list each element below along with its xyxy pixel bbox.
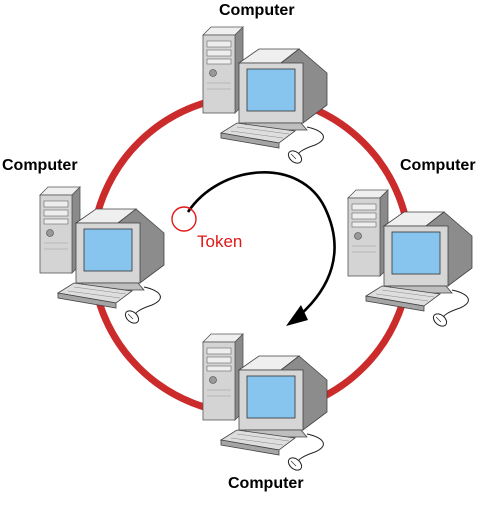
computer-icon bbox=[347, 189, 473, 330]
computer-icon bbox=[202, 333, 328, 474]
circulation-arrow bbox=[186, 171, 336, 316]
computer-top bbox=[202, 26, 328, 167]
token-circle-icon bbox=[171, 206, 197, 232]
arrow-head-icon bbox=[286, 305, 308, 326]
computer-bottom bbox=[202, 333, 328, 474]
computer-left-label: Computer bbox=[2, 157, 78, 174]
computer-top-label: Computer bbox=[219, 2, 295, 19]
computer-right-label: Computer bbox=[400, 157, 476, 174]
token-label: Token bbox=[197, 232, 243, 251]
computer-icon bbox=[202, 26, 328, 167]
computer-bottom-label: Computer bbox=[228, 475, 304, 492]
computer-right bbox=[347, 189, 473, 330]
